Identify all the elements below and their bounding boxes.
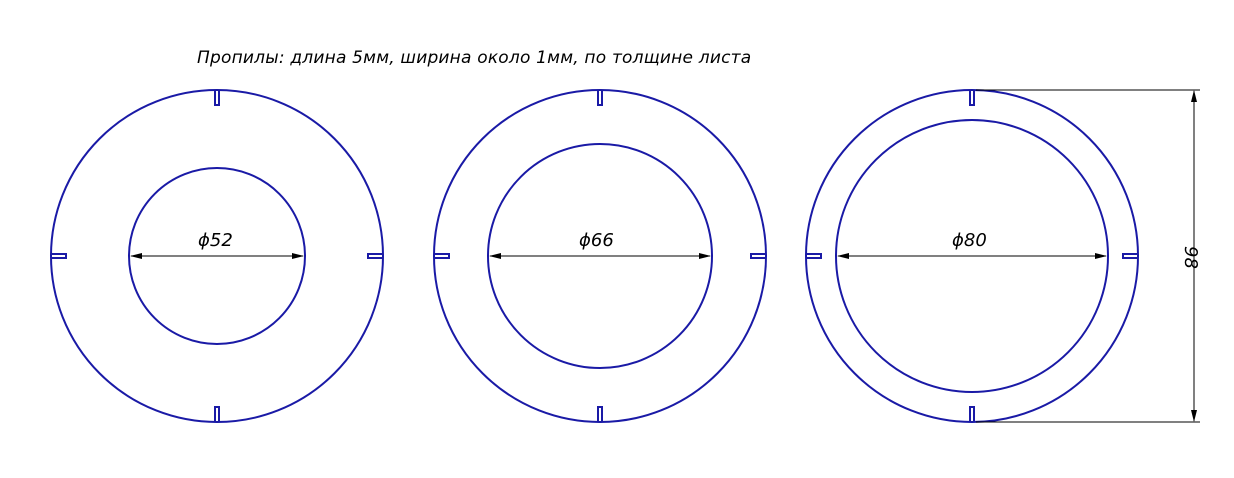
- ring-2-slot-right: [750, 253, 766, 259]
- ring-1: ϕ52: [50, 89, 384, 423]
- ring-3-slot-bottom: [969, 406, 975, 422]
- ring-2-outer-circle: [433, 89, 767, 423]
- ring-3-dim-label: ϕ80: [952, 230, 987, 251]
- ring-1-slot-right: [367, 253, 383, 259]
- slot-note: Пропилы: длина 5мм, ширина около 1мм, по…: [197, 48, 751, 68]
- ring-2-dim-label: ϕ66: [579, 230, 614, 251]
- ring-2-slot-bottom: [597, 406, 603, 422]
- ring-1-inner-circle: [128, 167, 306, 345]
- outer-dimension: 98: [976, 89, 1201, 423]
- ring-3-slot-left: [806, 253, 822, 259]
- ring-2: ϕ66: [433, 89, 767, 423]
- outer-dim-label: 98: [1180, 246, 1201, 269]
- ring-3-slot-right: [1122, 253, 1138, 259]
- ring-1-outer-circle: [50, 89, 384, 423]
- ring-3: ϕ80: [805, 89, 1139, 423]
- ring-3-inner-circle: [835, 119, 1109, 393]
- ring-1-slot-top: [214, 90, 220, 106]
- ring-1-slot-left: [51, 253, 67, 259]
- ring-2-slot-left: [434, 253, 450, 259]
- ring-3-slot-top: [969, 90, 975, 106]
- ring-2-slot-top: [597, 90, 603, 106]
- ring-1-dim-label: ϕ52: [198, 230, 233, 251]
- ring-3-outer-circle: [805, 89, 1139, 423]
- ring-2-inner-circle: [487, 143, 713, 369]
- ring-1-slot-bottom: [214, 406, 220, 422]
